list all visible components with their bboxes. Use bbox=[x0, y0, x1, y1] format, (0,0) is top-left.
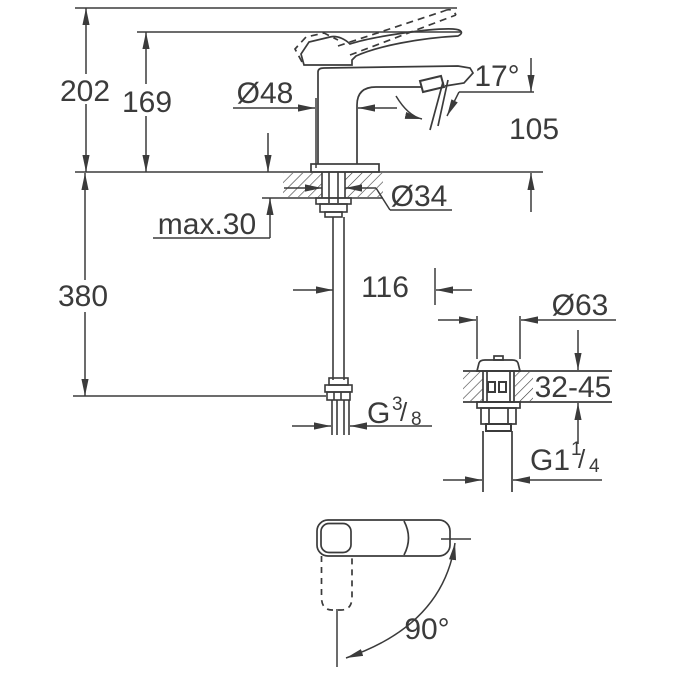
spout-underside bbox=[356, 86, 421, 164]
rotation-arc-arrow bbox=[345, 542, 457, 659]
extension-lines bbox=[73, 7, 543, 397]
raised-hub-outline bbox=[293, 32, 339, 63]
raised-lever-edge-2 bbox=[349, 14, 457, 56]
faucet-side-view bbox=[293, 8, 475, 435]
hose-fitting-nut bbox=[326, 391, 351, 401]
drain-thread-den: 4 bbox=[589, 456, 600, 477]
dim-105-label: 105 bbox=[509, 113, 559, 146]
dim-90-label: 90° bbox=[404, 613, 449, 646]
mounting-washer bbox=[315, 197, 352, 205]
drain-thread-label: G1 1 / 4 bbox=[530, 439, 600, 477]
top-view-hub bbox=[320, 522, 352, 554]
dim-63-label: Ø63 bbox=[552, 289, 609, 322]
mounting-nut bbox=[319, 203, 348, 213]
top-view-handle-capsule bbox=[316, 519, 451, 557]
counter-hatch-left bbox=[283, 173, 322, 197]
lever-handle bbox=[300, 28, 463, 66]
dim-3245-label: 32-45 bbox=[535, 371, 612, 404]
dim-17-leader bbox=[446, 91, 460, 117]
overflow-window-1 bbox=[487, 381, 496, 393]
dim-48-label: Ø48 bbox=[237, 77, 294, 110]
supply-thread-g: G bbox=[367, 397, 390, 430]
counter-hatch-right bbox=[345, 173, 383, 197]
supply-thread-num: 3 bbox=[392, 394, 403, 415]
top-view-grip-arc bbox=[403, 520, 410, 556]
shank-and-supply bbox=[315, 172, 353, 435]
faucet-base-plate bbox=[310, 163, 380, 173]
dimension-lines bbox=[81, 8, 616, 484]
dim-169-label: 169 bbox=[122, 86, 172, 119]
supply-thread-label: G 3 / 8 bbox=[367, 394, 422, 430]
drain-thread-num: 1 bbox=[571, 439, 582, 460]
supply-thread-slash: / bbox=[400, 397, 408, 427]
dimension-labels: 202 169 Ø48 17° 105 Ø34 max.30 380 116 Ø… bbox=[58, 60, 611, 646]
raised-lever-edge-1 bbox=[337, 10, 445, 47]
lever-handle-raised-dashed bbox=[293, 8, 457, 63]
dim-34-leader bbox=[375, 187, 391, 211]
mounting-nut-taper bbox=[324, 211, 343, 218]
hose-fitting-mid bbox=[324, 384, 353, 393]
stream-line-1 bbox=[429, 81, 444, 131]
waste-step bbox=[485, 423, 512, 432]
top-view bbox=[316, 519, 471, 667]
faucet-body-spout-outline bbox=[317, 65, 475, 164]
dim-380-label: 380 bbox=[58, 280, 108, 313]
waste-deck-hatch-left bbox=[463, 372, 483, 401]
hose-fitting-top bbox=[328, 377, 349, 386]
waste-seal-flange bbox=[476, 401, 521, 409]
waste-cap bbox=[475, 359, 522, 372]
supply-thread-den: 8 bbox=[411, 409, 422, 430]
dim-202-label: 202 bbox=[60, 75, 110, 108]
dim-17-label: 17° bbox=[474, 60, 519, 93]
stream-direction-arrow bbox=[395, 95, 423, 120]
waste-valve-view bbox=[463, 355, 612, 492]
drain-thread-g: G1 bbox=[530, 444, 570, 477]
dim-max30-label: max.30 bbox=[158, 208, 256, 241]
dim-116-label: 116 bbox=[361, 271, 409, 304]
waste-cap-knob bbox=[493, 355, 504, 361]
aerator bbox=[418, 74, 446, 94]
waste-nut bbox=[480, 407, 517, 425]
overflow-window-2 bbox=[498, 381, 507, 393]
raised-lever-tip bbox=[443, 8, 457, 16]
stream-line-2 bbox=[437, 79, 449, 127]
waste-deck-hatch-right bbox=[515, 372, 533, 401]
dim-34-label: Ø34 bbox=[391, 180, 448, 213]
top-view-handle-rotated-dashed bbox=[320, 556, 353, 611]
drain-thread-slash: / bbox=[578, 444, 586, 474]
